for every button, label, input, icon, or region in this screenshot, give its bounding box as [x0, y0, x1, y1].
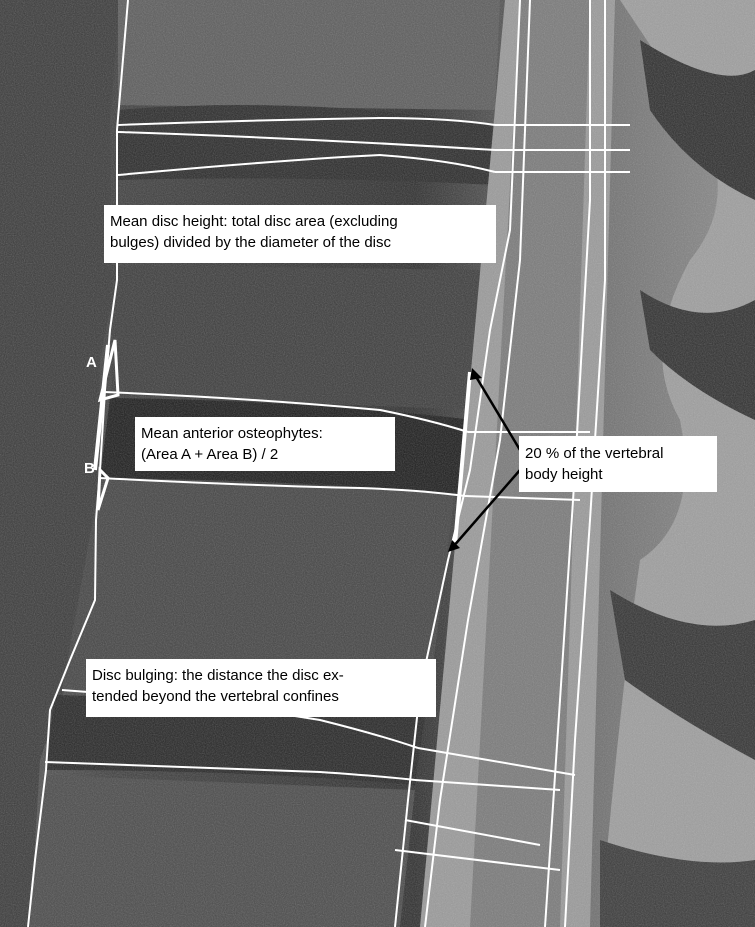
- disc-bulging-line-2: tended beyond the vertebral confines: [92, 686, 430, 707]
- vertebral-height-callout: 20 % of the vertebral body height: [519, 436, 717, 492]
- area-b-label: B: [84, 460, 95, 477]
- osteophytes-callout: Mean anterior osteophytes: (Area A + Are…: [135, 417, 395, 471]
- disc-height-line-2: bulges) divided by the diameter of the d…: [110, 232, 490, 253]
- area-a-label: A: [86, 354, 97, 371]
- disc-bulging-callout: Disc bulging: the distance the disc ex- …: [86, 659, 436, 717]
- osteophytes-line-2: (Area A + Area B) / 2: [141, 444, 389, 465]
- osteophytes-line-1: Mean anterior osteophytes:: [141, 423, 389, 444]
- disc-height-line-1: Mean disc height: total disc area (exclu…: [110, 211, 490, 232]
- disc-bulging-line-1: Disc bulging: the distance the disc ex-: [92, 665, 430, 686]
- vertebral-height-line-1: 20 % of the vertebral: [525, 443, 711, 464]
- vertebral-height-line-2: body height: [525, 464, 711, 485]
- disc-height-callout: Mean disc height: total disc area (exclu…: [104, 205, 496, 263]
